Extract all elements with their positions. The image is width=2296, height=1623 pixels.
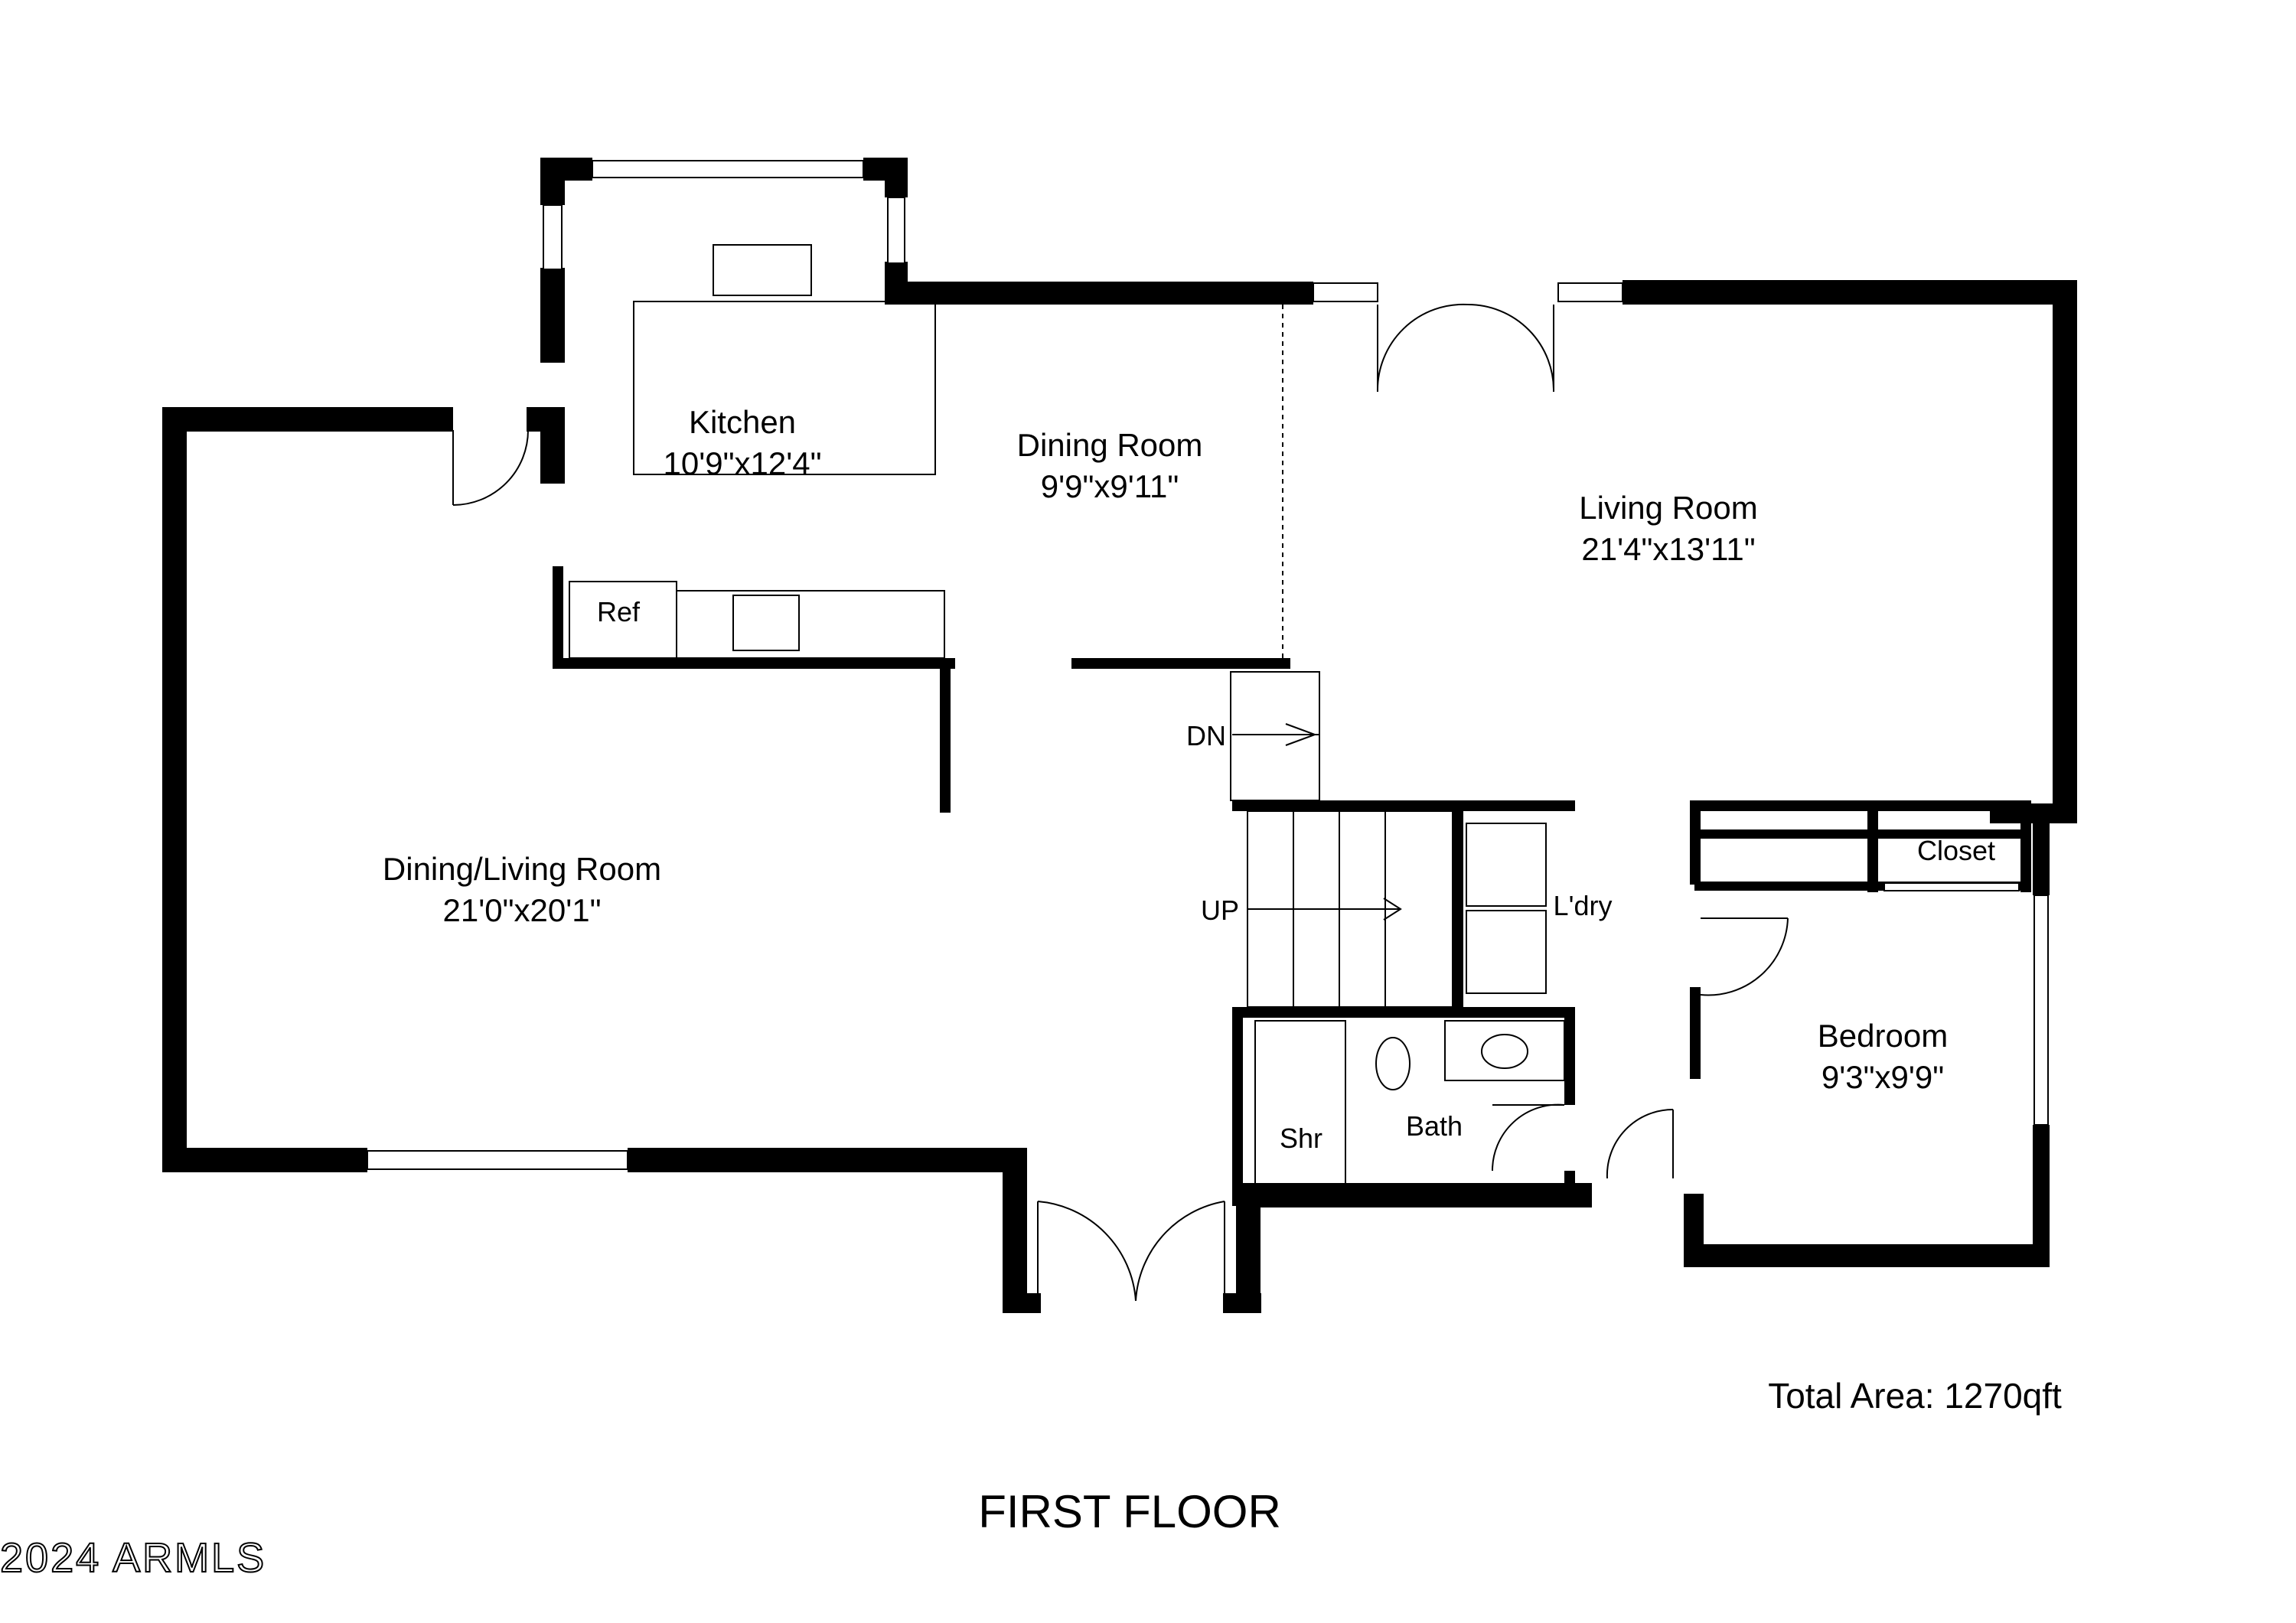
label-laundry: L'dry: [1554, 890, 1613, 921]
total-area: Total Area: 1270qft: [1768, 1376, 2062, 1416]
room-label-kitchen: Kitchen 10'9"x12'4": [663, 404, 821, 481]
svg-text:Dining Room: Dining Room: [1017, 427, 1203, 463]
svg-text:21'4"x13'11": 21'4"x13'11": [1581, 531, 1755, 567]
svg-text:10'9"x12'4": 10'9"x12'4": [663, 445, 821, 481]
room-label-dining-room: Dining Room 9'9"x9'11": [1017, 427, 1203, 504]
label-bath: Bath: [1406, 1110, 1463, 1142]
svg-text:Dining/Living Room: Dining/Living Room: [383, 851, 661, 887]
svg-text:Bedroom: Bedroom: [1818, 1018, 1948, 1054]
exterior-walls: [162, 158, 2077, 1313]
label-closet: Closet: [1917, 835, 1995, 866]
fixtures: [569, 244, 1565, 1185]
room-label-dining-living-room: Dining/Living Room 21'0"x20'1": [383, 851, 661, 928]
interior-walls: [553, 566, 2031, 1207]
label-ref: Ref: [597, 596, 641, 627]
label-stairs-up: UP: [1201, 895, 1239, 926]
doors: [452, 303, 1789, 1313]
floor-title: FIRST FLOOR: [978, 1486, 1281, 1537]
label-shower: Shr: [1280, 1123, 1322, 1154]
room-label-bedroom: Bedroom 9'3"x9'9": [1818, 1018, 1948, 1095]
room-label-living-room: Living Room 21'4"x13'11": [1579, 490, 1757, 567]
svg-text:21'0"x20'1": 21'0"x20'1": [442, 892, 601, 928]
label-stairs-down: DN: [1186, 720, 1226, 751]
svg-text:Living Room: Living Room: [1579, 490, 1757, 526]
windows: [367, 160, 2049, 1170]
svg-text:Kitchen: Kitchen: [689, 404, 796, 440]
svg-text:9'3"x9'9": 9'3"x9'9": [1821, 1059, 1944, 1095]
svg-text:9'9"x9'11": 9'9"x9'11": [1041, 468, 1179, 504]
watermark: 2024 ARMLS: [0, 1535, 266, 1581]
